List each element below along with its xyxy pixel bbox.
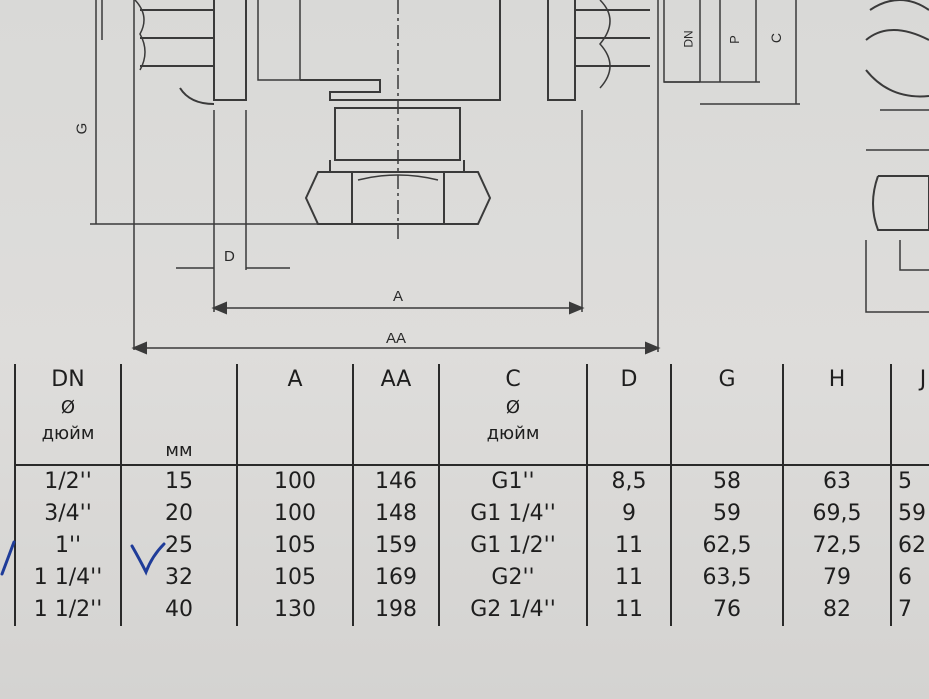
table-cell: 100	[274, 501, 316, 526]
table-cell: 11	[615, 565, 643, 590]
table-cell: 79	[823, 565, 851, 590]
table-cell: G2''	[491, 565, 535, 590]
table-cell: 15	[165, 469, 193, 494]
header-g: G	[670, 364, 784, 466]
table-cell: G2 1/4''	[470, 597, 556, 622]
table-cell: 105	[274, 533, 316, 558]
header-j: J	[890, 364, 929, 466]
header-mm-unit: мм	[165, 440, 193, 461]
table-cell: 76	[713, 597, 741, 622]
dim-label-a: A	[393, 288, 404, 305]
column-aa: 146 148 159 169 198	[352, 465, 440, 626]
table-cell: 62,5	[702, 533, 752, 558]
header-h: H	[782, 364, 892, 466]
checkmark-icon	[130, 542, 166, 576]
table-cell: 69,5	[812, 501, 862, 526]
table-cell: 20	[165, 501, 193, 526]
valve-technical-drawing	[90, 0, 929, 355]
table-cell: 40	[165, 597, 193, 622]
table-cell: 198	[375, 597, 417, 622]
table-cell: 82	[823, 597, 851, 622]
table-cell: 11	[615, 533, 643, 558]
table-cell: G1 1/2''	[470, 533, 556, 558]
dimensions-table: DN Ø дюйм мм A AA C Ø дюйм D G H J 1/2''…	[14, 364, 929, 626]
dim-label-dn: DN	[681, 30, 696, 48]
table-cell: 3/4''	[44, 501, 92, 526]
checkmark-stroke	[130, 542, 166, 576]
column-c: G1'' G1 1/4'' G1 1/2'' G2'' G2 1/4''	[438, 465, 588, 626]
checkmark-stroke	[0, 540, 16, 576]
table-cell: 5	[898, 469, 912, 494]
table-cell: 146	[375, 469, 417, 494]
header-c-inch-unit: дюйм	[486, 423, 540, 444]
header-d: D	[586, 364, 672, 466]
table-cell: 8,5	[611, 469, 647, 494]
header-a: A	[236, 364, 354, 466]
header-dn: DN	[51, 367, 85, 392]
header-c-label: C	[505, 367, 521, 392]
table-cell: 105	[274, 565, 316, 590]
table-cell: 63,5	[702, 565, 752, 590]
column-inch: 1/2'' 3/4'' 1'' 1 1/4'' 1 1/2''	[14, 465, 121, 626]
table-cell: 169	[375, 565, 417, 590]
dim-label-aa: AA	[386, 330, 407, 347]
table-cell: 59	[713, 501, 741, 526]
table-cell: 130	[274, 597, 316, 622]
column-g: 58 59 62,5 63,5 76	[670, 465, 784, 626]
table-cell: 1 1/4''	[33, 565, 103, 590]
header-dn-mm: мм	[120, 364, 238, 466]
table-cell: 59	[898, 501, 926, 526]
column-a: 100 100 105 105 130	[236, 465, 354, 626]
table-cell: G1''	[491, 469, 535, 494]
table-cell: 72,5	[812, 533, 862, 558]
table-cell: 7	[898, 597, 912, 622]
checkmark-icon	[0, 540, 16, 576]
table-cell: 100	[274, 469, 316, 494]
table-cell: 58	[713, 469, 741, 494]
table-cell: 1''	[54, 533, 82, 558]
column-mm: 15 20 25 32 40	[120, 465, 238, 626]
table-cell: 1/2''	[44, 469, 92, 494]
table-cell: 62	[898, 533, 926, 558]
column-j: 5 59 62 6 7	[890, 465, 929, 626]
table-cell: 159	[375, 533, 417, 558]
dim-label-p: P	[726, 35, 742, 44]
header-dn-inch-unit: дюйм	[41, 423, 95, 444]
column-d: 8,5 9 11 11 11	[586, 465, 672, 626]
table-cell: 9	[622, 501, 636, 526]
table-cell: G1 1/4''	[470, 501, 556, 526]
table-cell: 6	[898, 565, 912, 590]
table-cell: 11	[615, 597, 643, 622]
header-c: C Ø дюйм	[438, 364, 588, 466]
table-cell: 1 1/2''	[33, 597, 103, 622]
header-dn-inch: DN Ø дюйм	[14, 364, 121, 466]
dim-label-c: C	[768, 32, 785, 44]
table-header-row: DN Ø дюйм мм A AA C Ø дюйм D G H J	[14, 364, 929, 466]
table-body-row: 1/2'' 3/4'' 1'' 1 1/4'' 1 1/2'' 15 20 25…	[14, 465, 929, 626]
dim-label-g: G	[73, 122, 91, 135]
table-cell: 63	[823, 469, 851, 494]
table-cell: 148	[375, 501, 417, 526]
table-cell: 32	[165, 565, 193, 590]
header-dn-symbol: Ø	[60, 397, 76, 418]
dim-label-d: D	[224, 248, 235, 265]
column-h: 63 69,5 72,5 79 82	[782, 465, 892, 626]
header-aa: AA	[352, 364, 440, 466]
header-c-symbol: Ø	[505, 397, 521, 418]
table-cell: 25	[165, 533, 193, 558]
